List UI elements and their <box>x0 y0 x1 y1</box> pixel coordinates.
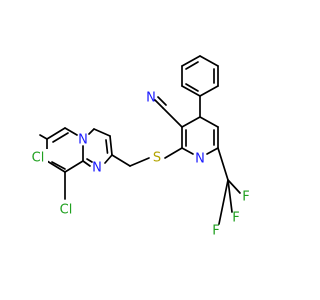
atom-f-3: F <box>212 224 219 239</box>
atom-labels: Cl Cl N N S N N F F F <box>26 91 250 239</box>
bond <box>88 128 95 135</box>
structure <box>39 127 183 200</box>
bond <box>104 154 113 164</box>
bond <box>46 127 66 140</box>
bond <box>109 135 113 156</box>
atom-n-imine: N <box>92 161 102 176</box>
bond <box>82 160 91 167</box>
bond <box>46 160 66 173</box>
bond <box>129 157 150 167</box>
bond <box>93 128 111 137</box>
bond <box>105 139 109 154</box>
bond <box>51 161 66 170</box>
right-bonds <box>154 55 241 225</box>
molecule-structure-diagram: Cl Cl N N S N N F F F <box>26 55 250 239</box>
bond <box>164 147 183 159</box>
atom-f-1: F <box>242 190 249 205</box>
atom-cl-top: Cl <box>32 151 45 166</box>
bond <box>64 127 78 136</box>
bond <box>52 132 69 143</box>
atom-s: S <box>153 151 161 166</box>
bond <box>111 154 131 167</box>
bond <box>86 158 93 163</box>
atom-n-bridge: N <box>78 133 88 148</box>
atom-cl-bottom: Cl <box>60 203 73 218</box>
atom-n-pyridine: N <box>195 152 205 167</box>
atom-n-nitrile: N <box>146 91 156 106</box>
atom-f-2: F <box>232 211 239 226</box>
bond <box>39 134 48 140</box>
bond <box>64 160 84 173</box>
